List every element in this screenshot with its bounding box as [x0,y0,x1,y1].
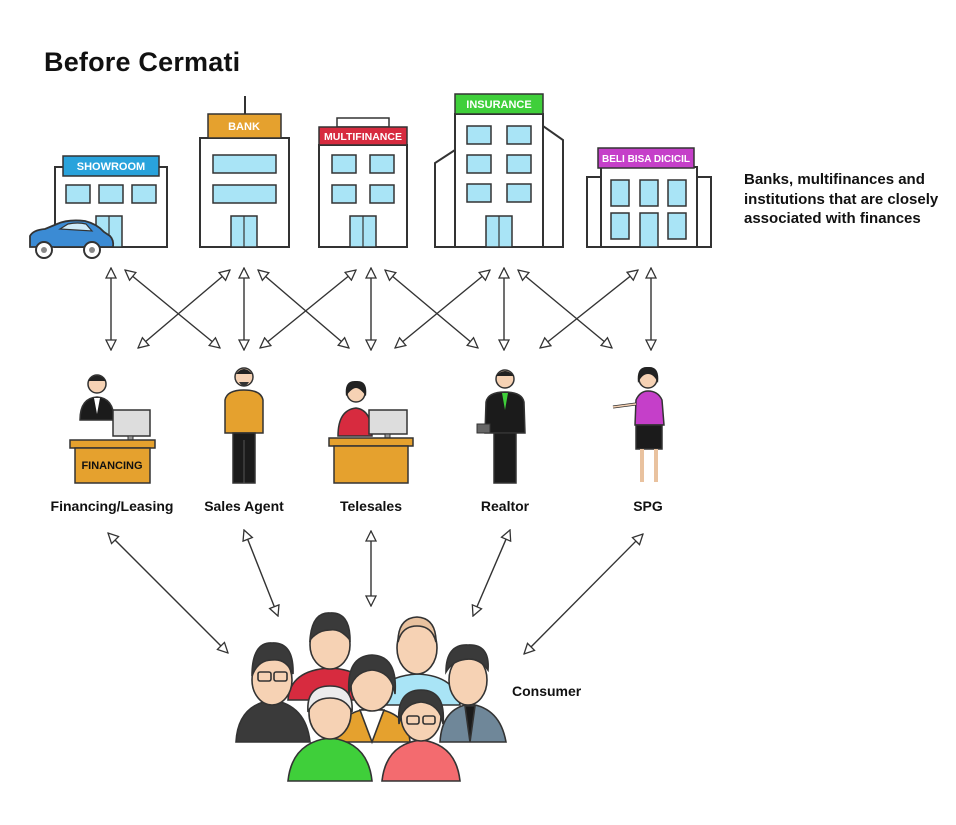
consumer-label: Consumer [512,683,582,699]
connector-arrows-top [111,268,651,350]
agent-label-sales-agent: Sales Agent [204,498,284,514]
desk-sign-financing: FINANCING [81,460,142,472]
building-multifinance: MULTIFINANCE [318,117,408,248]
sign-bank: BANK [228,121,260,133]
sign-multifinance: MULTIFINANCE [324,131,402,143]
agent-realtor-figure [476,369,526,484]
sign-beli-bisa-dicicil: BELI BISA DICICIL [602,154,690,165]
agent-label-realtor: Realtor [480,498,530,514]
sign-showroom: SHOWROOM [77,161,145,173]
sign-insurance: INSURANCE [466,99,531,111]
diagram-title: Before Cermati [44,47,241,77]
connector-arrows-bottom [108,530,643,654]
building-insurance: INSURANCE [434,93,564,248]
agent-label-spg: SPG [633,498,663,514]
institutions-note: Banks, multifinances and institutions th… [744,171,939,227]
building-bank: BANK [199,96,290,248]
agent-sales-figure [224,367,264,484]
building-beli-bisa-dicicil: BELI BISA DICICIL [586,147,712,248]
consumer-crowd [235,612,507,782]
agent-telesales-figure [328,380,414,484]
agent-spg-figure [612,366,665,482]
agent-label-telesales: Telesales [339,498,403,514]
agent-financing-figure: FINANCING [69,374,156,484]
agent-label-financing: Financing/Leasing [50,498,174,514]
car-icon [29,219,115,259]
